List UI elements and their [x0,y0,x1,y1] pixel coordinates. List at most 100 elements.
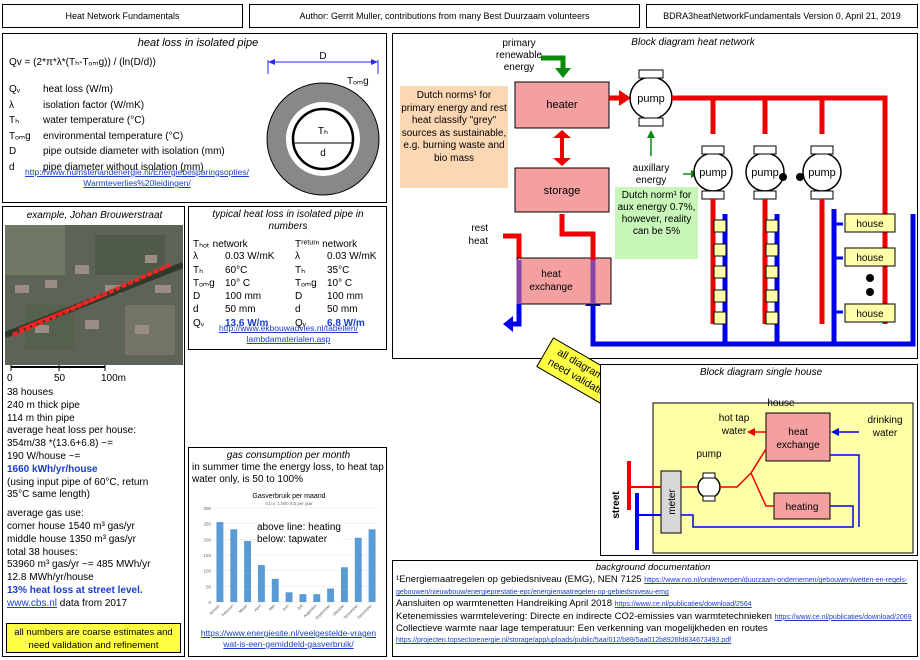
energiesite-link[interactable]: https://www.energiesite.nl/veelgestelde-… [200,628,377,649]
rest-heat-label-1: rest [471,223,488,234]
aux-label-1: auxillary [633,163,670,174]
aerial-map [5,225,183,365]
pipe-cross-section: D Tₒₘg Tₕ d [266,51,380,196]
typical-title: typical heat loss in isolated pipe in nu… [212,209,364,232]
param-value: 10° C [225,277,251,289]
svg-text:heat: heat [788,427,808,438]
storage-label: storage [544,185,581,197]
bar-november [354,537,362,602]
heatloss-panel: heat loss in isolated pipe Qv = (2*π*λ*(… [2,33,387,203]
var-description: pipe outside diameter with isolation (mm… [43,146,225,157]
svg-text:meter: meter [667,489,678,515]
y-tick-label: 200 [203,537,211,542]
param-value: 50 mm [225,304,256,316]
svg-text:house: house [856,309,884,320]
bar-april [257,565,265,602]
reference-link[interactable]: https://projecten.topsectorenergie.nl/st… [396,637,732,645]
y-tick-label: 0 [208,600,211,605]
param-symbol: Qᵥ [193,317,204,329]
single-title: Block diagram single house [699,367,823,378]
chart-subtitle: 0.b.v. 1.500 m3 per jaar [265,501,313,506]
param-value: 0.03 W/mK [327,251,377,263]
bar-februari [230,529,238,602]
single-house-panel: Block diagram single house house heat exc… [600,364,918,556]
param-symbol: λ [295,251,300,263]
param-value: 100 mm [327,291,364,303]
var-description: pipe diameter without isolation (mm) [43,161,204,173]
header-title: Heat Network Fundamentals [2,4,243,28]
y-tick-label: 300 [203,506,211,511]
reference-link[interactable]: https://www.ce.nl/publicaties/download/2… [774,613,912,621]
param-value: 50 mm [327,304,358,316]
param-symbol: λ [193,251,198,263]
param-value: 35°C [327,264,350,276]
bar-juli [299,594,307,602]
x-tick-label: Mei [268,603,276,611]
aux-label-2: energy [636,175,667,186]
bar-december [368,529,376,602]
reference-list: ¹Energiemaatregelen op gebiedsniveau (EM… [396,574,914,646]
param-symbol: D [295,291,303,303]
svg-text:drinking: drinking [867,415,902,426]
gas-month-title: gas consumption per month [226,450,351,461]
var-symbol: d [9,161,15,173]
formula: Qv = (2*π*λ*(Tₕ-Tₒₘg)) / (ln(D/d)) [9,57,156,68]
heat-loss-result: 1660 kWh/yr/house [7,463,98,475]
exchange-label-1: heat [541,269,561,280]
primary-label-2: renewable [496,50,543,61]
var-description: environmental temperature (°C) [43,130,184,142]
bar-oktober [340,567,348,602]
example-title: example, Johan Brouwerstraat [26,210,163,221]
main-pump-label: pump [637,93,665,105]
bar-mei [271,578,279,602]
y-tick-label: 50 [206,584,212,589]
tomg-label: Tₒₘg [347,76,369,87]
param-symbol: D [193,291,201,303]
background-title: background documentation [595,562,711,573]
svg-text:exchange: exchange [776,440,820,451]
typical-panel: typical heat loss in isolated pipe in nu… [188,206,387,350]
exchange-label-2: exchange [529,282,573,293]
reference-text: Aansluiten op warmtenetten Handreiking A… [396,598,615,610]
svg-text:street: street [611,491,622,519]
reference-text: Collectieve warmte naar lage temperatuur… [396,622,768,634]
x-tick-label: Maart [238,603,249,614]
header-author: Author: Gerrit Muller, contributions fro… [249,4,640,28]
d-label: d [320,148,326,159]
y-tick-label: 100 [203,569,211,574]
norm-aux-note: Dutch norm¹ for aux energy 0.7%, however… [615,187,698,259]
param-value: 13.6 W/m [225,317,269,329]
bar-juni [285,592,293,602]
primary-label-1: primary [502,38,535,49]
param-value: 6.8 W/m [327,317,365,329]
y-tick-label: 250 [203,522,211,527]
svg-text:pump: pump [808,167,836,179]
svg-text:0: 0 [7,373,13,384]
svg-text:house: house [767,398,795,409]
chart-title: Gasverbruik per maand [252,493,325,500]
reference-link[interactable]: https://www.ce.nl/publicaties/download/2… [614,601,752,609]
bar-maart [244,540,252,602]
var-symbol: Qᵥ [9,84,20,95]
reference-link[interactable]: https://www.rvo.nl/onderwerpen/duurzaam-… [396,577,908,597]
coarse-estimate-note: all numbers are coarse estimates and nee… [6,623,181,653]
ekbouwadvies-link[interactable]: http://www.ekbouwadvies.nl/tabellen/lamb… [219,323,358,344]
gas-result: 13% heat loss at street level. [7,584,143,596]
diameter-D-label: D [319,51,326,62]
header-version: BDRA3heatNetworkFundamentals Version 0, … [646,4,918,28]
cbs-link[interactable]: www.cbs.nl [7,597,58,609]
reference-text: Ketenemissies warmtelevering: Directe en… [396,610,775,622]
svg-text:water: water [721,426,747,437]
var-description: water temperature (°C) [43,115,145,126]
var-symbol: Tₕ [9,115,20,126]
param-symbol: Tₕ [295,264,306,276]
param-symbol: Tₒₘg [193,277,215,289]
bar-september [327,588,335,602]
humsterland-link[interactable]: http://www.humsterlandenergie.nl/Energie… [25,167,249,188]
